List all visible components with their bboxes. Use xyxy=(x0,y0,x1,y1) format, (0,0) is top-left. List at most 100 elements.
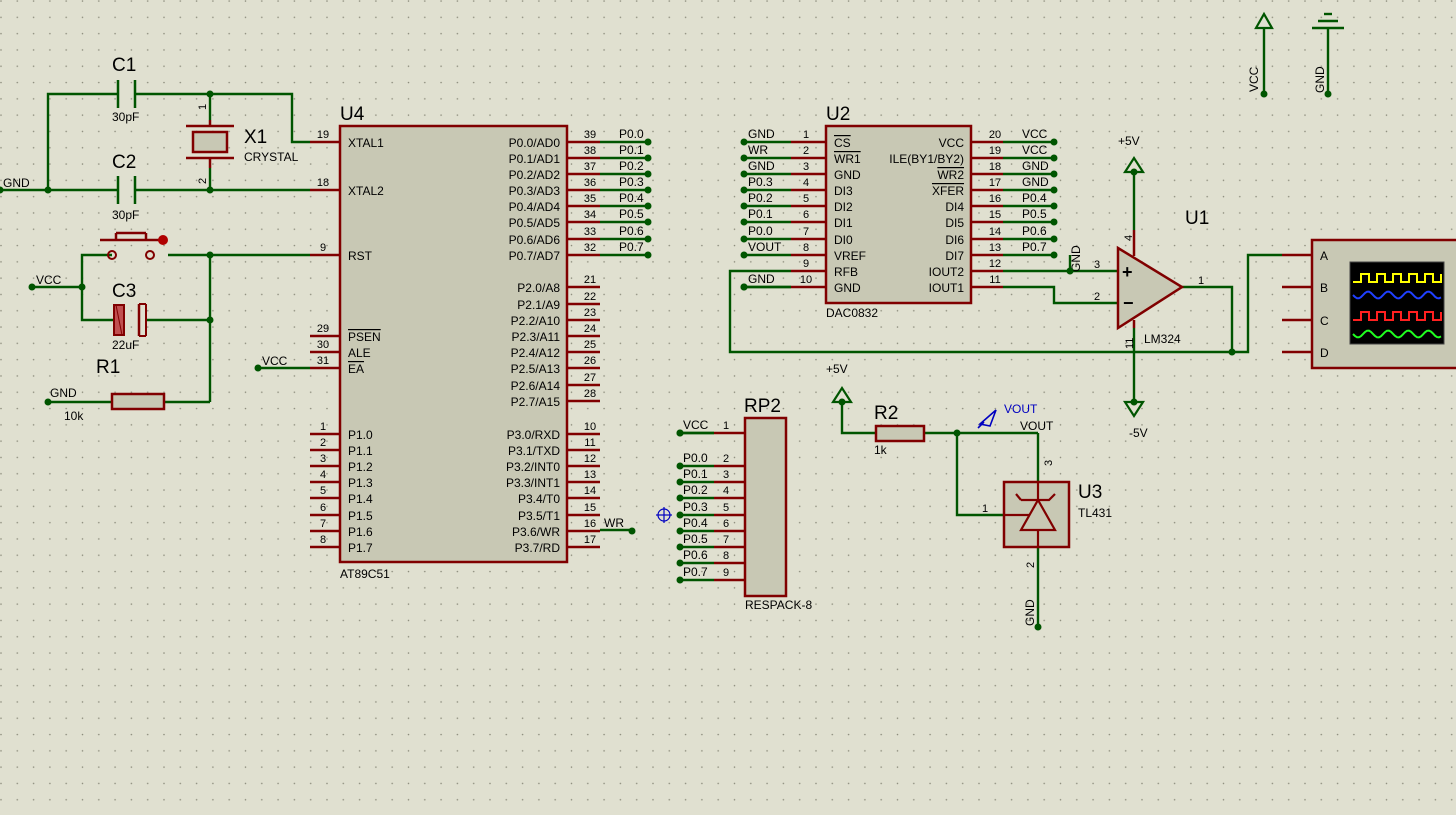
u4-pin-name: P1.6 xyxy=(348,525,373,539)
u4-pin-number: 28 xyxy=(584,388,596,400)
u2-net-label: P0.7 xyxy=(1022,240,1047,254)
opamp-minus-sign: − xyxy=(1123,293,1134,313)
capacitor-c3[interactable]: C3 22uF xyxy=(112,281,147,352)
u2-net-label: P0.3 xyxy=(748,175,773,189)
c1-ref: C1 xyxy=(112,55,136,76)
u2-pin-number: 4 xyxy=(803,177,809,189)
u1-pin4: 4 xyxy=(1123,235,1135,241)
resistor-r2[interactable]: R2 1k xyxy=(874,403,926,457)
u2-net-label: P0.4 xyxy=(1022,191,1047,205)
rp2-net-label: P0.4 xyxy=(683,516,708,530)
u4-pin-name: P2.4/A12 xyxy=(511,346,561,360)
u2-pin-name: DI4 xyxy=(945,200,964,214)
u4-pin-number: 5 xyxy=(320,485,326,497)
u4-pin-number: 19 xyxy=(317,129,329,141)
rp2-pin-number: 5 xyxy=(723,502,729,514)
u4-pin-number: 23 xyxy=(584,307,596,319)
u4-net-label: P0.4 xyxy=(619,191,644,205)
u4-pin-number: 21 xyxy=(584,274,596,286)
u4-pin-name: P2.3/A11 xyxy=(512,330,561,344)
vcc-terminal-label: VCC xyxy=(1247,66,1261,92)
opamp-plus-sign: + xyxy=(1122,262,1133,282)
u4-pin-number: 8 xyxy=(320,534,326,546)
u4-net-label: P0.2 xyxy=(619,159,644,173)
minus5v-label-opamp: -5V xyxy=(1129,426,1148,440)
u2-pin-number: 6 xyxy=(803,209,809,221)
capacitor-c1[interactable]: C1 30pF xyxy=(112,55,139,124)
u4-pin-name: P0.3/AD3 xyxy=(509,184,561,198)
u2-pin-name: DI0 xyxy=(834,233,853,247)
u2-pin-number: 16 xyxy=(989,193,1001,205)
u4-pin-number: 16 xyxy=(584,518,596,530)
button-press-icon[interactable] xyxy=(158,235,168,245)
crystal-x1[interactable]: 1 2 X1 CRYSTAL xyxy=(186,104,299,184)
u4-pin-name: ALE xyxy=(348,346,371,360)
u2-pin-name: WR2 xyxy=(937,168,964,182)
u2-pin-name: VREF xyxy=(834,249,866,263)
u2-net-label: WR xyxy=(748,143,768,157)
rp2-pin-number: 2 xyxy=(723,453,729,465)
u4-pin-name: P1.3 xyxy=(348,476,373,490)
u4-pin-name: P0.6/AD6 xyxy=(509,233,561,247)
crosshair-cursor-icon xyxy=(656,507,672,523)
u4-pin-number: 12 xyxy=(584,453,596,465)
u4-pin-name: P2.0/A8 xyxy=(517,281,560,295)
u4-pin-number: 13 xyxy=(584,469,596,481)
u4-net-label: P0.3 xyxy=(619,175,644,189)
capacitor-c2[interactable]: C2 30pF xyxy=(112,152,139,222)
u4-pin-number: 6 xyxy=(320,502,326,514)
c1-value: 30pF xyxy=(112,110,139,124)
u2-pin-number: 12 xyxy=(989,258,1001,270)
x1-value: CRYSTAL xyxy=(244,150,299,164)
resistor-r1[interactable]: R1 10k xyxy=(64,357,166,423)
u4-pin-name: EA xyxy=(348,362,364,376)
u2-net-label: P0.6 xyxy=(1022,224,1047,238)
r1-ref: R1 xyxy=(96,357,120,378)
voltage-probe-vout[interactable]: VOUT xyxy=(977,402,1038,429)
plus5v-label-ref: +5V xyxy=(826,362,848,376)
u4-pin-number: 25 xyxy=(584,339,596,351)
u4-pin-name: P3.3/INT1 xyxy=(506,476,560,490)
rp2-part: RESPACK-8 xyxy=(745,598,812,612)
c3-value: 22uF xyxy=(112,338,139,352)
u2-pin-number: 14 xyxy=(989,226,1001,238)
u4-pin-number: 2 xyxy=(320,437,326,449)
u2-net-label: VCC xyxy=(1022,127,1048,141)
u4-pin-name: P1.2 xyxy=(348,460,373,474)
u4-pin-number: 1 xyxy=(320,421,326,433)
u2-pin-number: 5 xyxy=(803,193,809,205)
u4-pin-name: P2.1/A9 xyxy=(517,298,560,312)
scope-trace xyxy=(1352,329,1442,339)
u4-pin-name: P2.2/A10 xyxy=(511,314,561,328)
u2-net-label: VOUT xyxy=(748,240,782,254)
reset-button[interactable] xyxy=(100,231,168,260)
u2-net-label: GND xyxy=(1022,175,1049,189)
rp2-pins: 1VCC2P0.03P0.14P0.25P0.36P0.47P0.58P0.69… xyxy=(676,418,745,584)
opamp-u1[interactable]: + − 3 2 1 4 11 U1 LM324 xyxy=(1094,208,1209,349)
u2-pin-number: 20 xyxy=(989,129,1001,141)
u4-pin-number: 32 xyxy=(584,242,596,254)
terminal-gnd[interactable]: GND xyxy=(1312,12,1344,98)
u2-part: DAC0832 xyxy=(826,306,878,320)
mcu-u4[interactable]: U4 AT89C51 19XTAL118XTAL29RST29PSEN30ALE… xyxy=(310,104,652,581)
resistor-pack-rp2[interactable]: RP2 RESPACK-8 1VCC2P0.03P0.14P0.25P0.36P… xyxy=(676,396,813,612)
u2-pin-number: 19 xyxy=(989,145,1001,157)
terminal-vcc[interactable]: VCC xyxy=(1247,11,1274,98)
rp2-pin-number: 6 xyxy=(723,518,729,530)
u2-pin-number: 2 xyxy=(803,145,809,157)
u4-pin-name: P0.1/AD1 xyxy=(509,152,561,166)
u4-pin-name: P1.0 xyxy=(348,428,373,442)
u2-pin-name: DI7 xyxy=(945,249,964,263)
u2-pin-name: DI2 xyxy=(834,200,853,214)
u2-net-label: P0.0 xyxy=(748,224,773,238)
scope-trace xyxy=(1352,290,1442,300)
scope-channel-label: C xyxy=(1320,314,1329,328)
u2-net-label: GND xyxy=(1022,159,1049,173)
u1-pin3: 3 xyxy=(1094,259,1100,271)
u4-part: AT89C51 xyxy=(340,567,390,581)
dac-u2[interactable]: U2 DAC0832 1CSGND2WR1WR3GNDGND4DI3P0.35D… xyxy=(740,104,1058,320)
u4-pin-number: 7 xyxy=(320,518,326,530)
shunt-regulator-u3[interactable]: U3 TL431 3 1 2 xyxy=(982,460,1112,568)
